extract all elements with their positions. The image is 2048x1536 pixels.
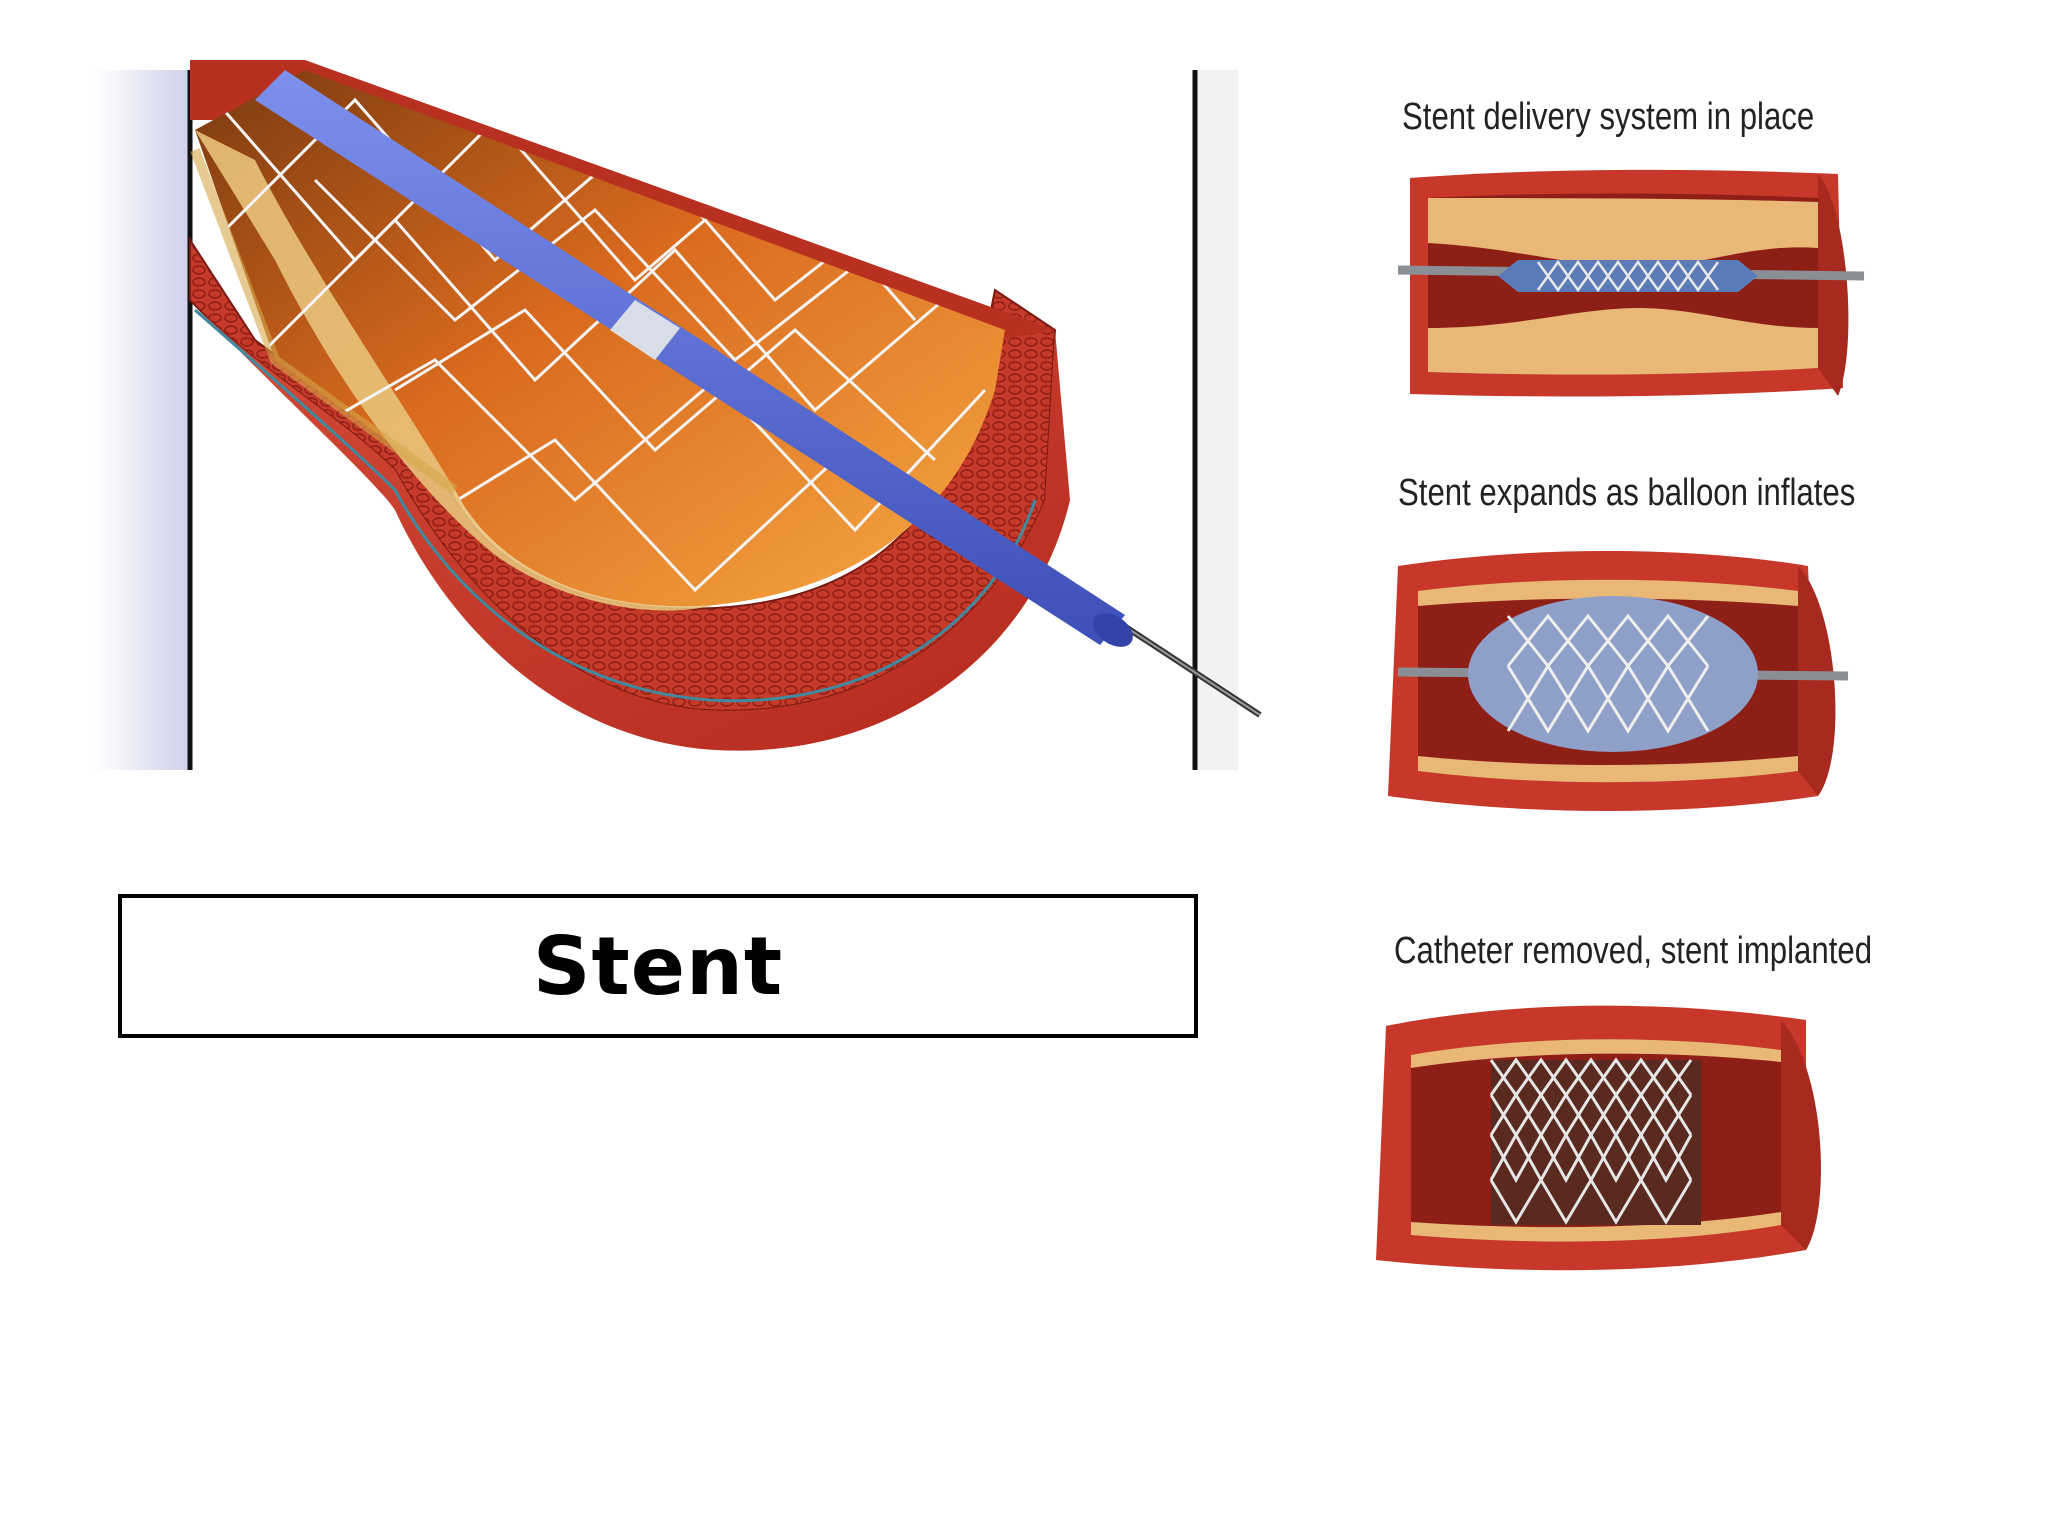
step-2-caption: Stent expands as balloon inflates bbox=[1398, 472, 1856, 514]
step-1-wall-end bbox=[1818, 174, 1849, 396]
left-shade-panel bbox=[95, 70, 190, 770]
artery-cutaway-illustration bbox=[95, 60, 1295, 780]
step-3-svg bbox=[1376, 1005, 1821, 1271]
step-3-caption: Catheter removed, stent implanted bbox=[1394, 930, 1873, 972]
step-1-stent-mesh bbox=[1536, 259, 1720, 293]
step-3-stent-mesh bbox=[1489, 1057, 1693, 1225]
artery-lumen bbox=[195, 70, 1005, 607]
step-1-plaque-bottom bbox=[1428, 308, 1818, 375]
step-2-stent-mesh bbox=[1506, 613, 1710, 734]
stent-mesh bbox=[213, 97, 987, 593]
plaque-layer bbox=[195, 130, 715, 611]
step-3-figure bbox=[1366, 1000, 1836, 1280]
step-3-wall-end bbox=[1781, 1020, 1821, 1250]
right-frame-shadow bbox=[1198, 70, 1238, 770]
step-2-plaque-top bbox=[1418, 579, 1798, 606]
step-3-plaque-top bbox=[1411, 1039, 1781, 1068]
artery-cutaway-svg bbox=[95, 60, 1262, 770]
step-3-plaque-bottom bbox=[1411, 1212, 1781, 1242]
artery-membrane-line bbox=[194, 308, 1037, 703]
catheter bbox=[255, 70, 1125, 645]
catheter-tip bbox=[1093, 613, 1133, 647]
step-2-figure bbox=[1378, 546, 1858, 816]
page-title: Stent bbox=[532, 919, 784, 1013]
step-1-figure bbox=[1398, 168, 1868, 408]
step-2-balloon bbox=[1468, 596, 1758, 752]
catheter-marker-band bbox=[610, 300, 680, 360]
step-1-caption: Stent delivery system in place bbox=[1402, 96, 1815, 138]
guidewire-highlight bbox=[1114, 619, 1261, 716]
step-2-svg bbox=[1388, 551, 1849, 811]
step-2-plaque-bottom bbox=[1418, 756, 1798, 783]
title-box: Stent bbox=[118, 894, 1198, 1038]
plaque-streak bbox=[190, 148, 458, 495]
step-2-wall-end bbox=[1798, 566, 1836, 796]
step-1-svg bbox=[1398, 169, 1865, 397]
step-1-plaque-top bbox=[1428, 198, 1818, 268]
